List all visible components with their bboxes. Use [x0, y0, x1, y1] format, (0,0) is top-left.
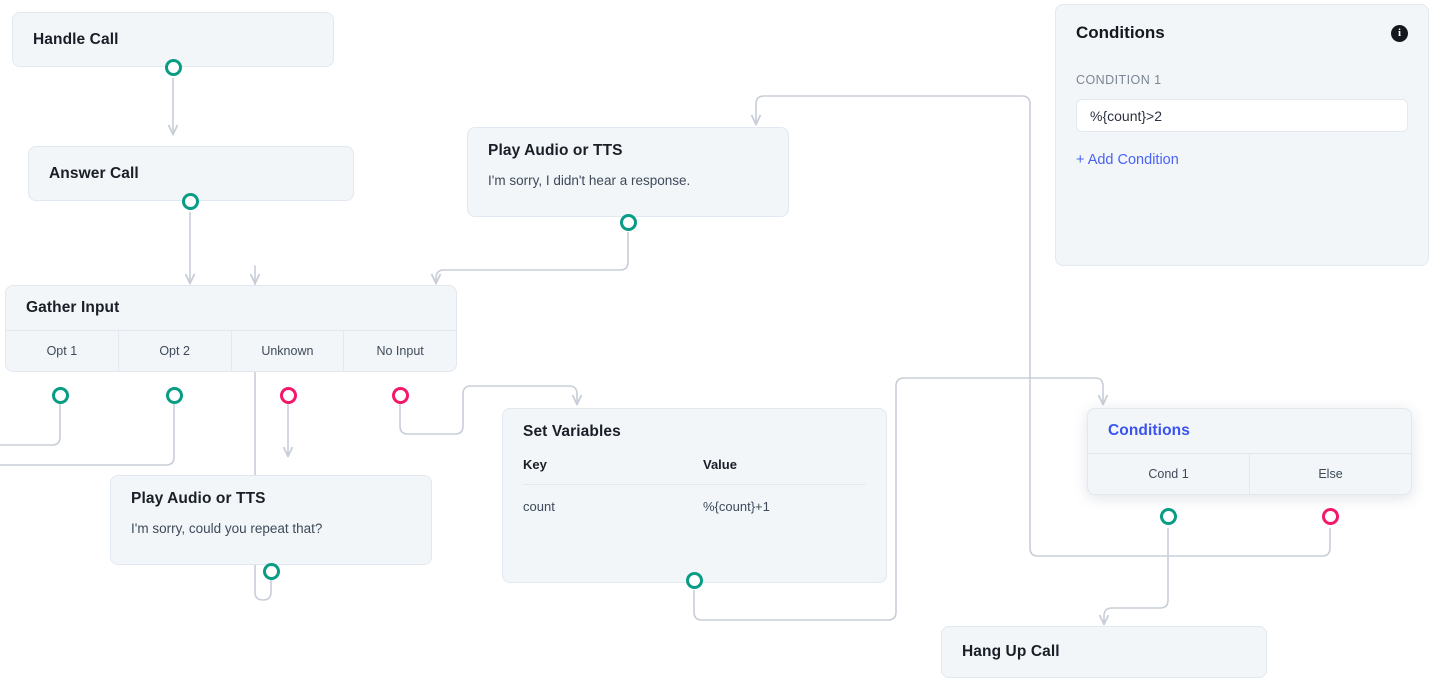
- condition-1-label: CONDITION 1: [1076, 73, 1162, 87]
- node-message: I'm sorry, could you repeat that?: [131, 521, 323, 536]
- branch-label: Opt 1: [46, 344, 78, 358]
- branch-else-handle[interactable]: [1322, 508, 1339, 525]
- table-row: count %{count}+1: [523, 484, 866, 514]
- node-answer-call[interactable]: Answer Call: [28, 146, 354, 201]
- branch-unknown-handle[interactable]: [280, 387, 297, 404]
- node-title: Conditions: [1108, 422, 1190, 439]
- node-conditions-header: Conditions: [1088, 409, 1411, 453]
- condition-1-input[interactable]: %{count}>2: [1076, 99, 1408, 132]
- branch-label: Opt 2: [159, 344, 190, 358]
- branch-unknown[interactable]: Unknown: [232, 331, 345, 371]
- variables-table: Key Value count %{count}+1: [503, 457, 886, 514]
- node-play-audio-no-response-output-handle[interactable]: [620, 214, 637, 231]
- node-play-audio-repeat-header: Play Audio or TTS: [111, 476, 431, 508]
- node-answer-call-output-handle[interactable]: [182, 193, 199, 210]
- add-condition-link[interactable]: + Add Condition: [1076, 152, 1179, 168]
- info-icon[interactable]: i: [1391, 24, 1408, 42]
- node-title: Play Audio or TTS: [131, 490, 266, 507]
- node-set-variables[interactable]: Set Variables Key Value count %{count}+1: [502, 408, 887, 583]
- node-play-audio-repeat[interactable]: Play Audio or TTS I'm sorry, could you r…: [110, 475, 432, 565]
- edge-playaudio-noresponse-to-gatherinput: [436, 232, 629, 283]
- panel-title: Conditions: [1076, 23, 1165, 42]
- node-set-variables-output-handle[interactable]: [686, 572, 703, 589]
- cell-key: count: [523, 499, 555, 514]
- cell-value: %{count}+1: [703, 499, 770, 514]
- node-handle-call[interactable]: Handle Call: [12, 12, 334, 67]
- edge-cond1-to-hangup: [1104, 528, 1169, 624]
- branch-label: No Input: [376, 344, 424, 358]
- node-message: I'm sorry, I didn't hear a response.: [488, 173, 691, 188]
- node-play-audio-no-response-header: Play Audio or TTS: [468, 128, 788, 160]
- branch-label: Unknown: [261, 344, 314, 358]
- node-handle-call-output-handle[interactable]: [165, 59, 182, 76]
- branch-label: Cond 1: [1148, 467, 1189, 481]
- edge-opt1-out: [0, 404, 61, 446]
- node-title: Play Audio or TTS: [488, 142, 623, 159]
- branch-else[interactable]: Else: [1250, 454, 1411, 494]
- edge-opt2-out: [0, 404, 175, 466]
- branch-cond-1-handle[interactable]: [1160, 508, 1177, 525]
- node-title: Gather Input: [26, 299, 120, 316]
- node-set-variables-header: Set Variables: [503, 409, 886, 441]
- table-header-row: Key Value: [523, 457, 866, 484]
- node-hang-up-call[interactable]: Hang Up Call: [941, 626, 1267, 678]
- node-play-audio-no-response[interactable]: Play Audio or TTS I'm sorry, I didn't he…: [467, 127, 789, 217]
- branch-label: Else: [1318, 467, 1343, 481]
- node-conditions[interactable]: Conditions Cond 1 Else: [1087, 408, 1412, 495]
- node-title: Set Variables: [523, 423, 621, 440]
- node-conditions-branches: Cond 1 Else: [1088, 453, 1411, 494]
- node-gather-input[interactable]: Gather Input Opt 1 Opt 2 Unknown No Inpu…: [5, 285, 457, 372]
- branch-opt-1-handle[interactable]: [52, 387, 69, 404]
- conditions-panel-header: Conditions i: [1076, 23, 1408, 43]
- node-title: Hang Up Call: [962, 643, 1060, 661]
- node-gather-input-branches: Opt 1 Opt 2 Unknown No Input: [6, 330, 456, 371]
- branch-opt-2[interactable]: Opt 2: [119, 331, 232, 371]
- column-header-key: Key: [523, 457, 547, 472]
- branch-no-input[interactable]: No Input: [344, 331, 456, 371]
- node-gather-input-header: Gather Input: [6, 286, 456, 330]
- branch-opt-2-handle[interactable]: [166, 387, 183, 404]
- branch-no-input-handle[interactable]: [392, 387, 409, 404]
- node-title: Answer Call: [49, 164, 139, 182]
- conditions-panel: Conditions i CONDITION 1 %{count}>2 + Ad…: [1055, 4, 1429, 266]
- branch-opt-1[interactable]: Opt 1: [6, 331, 119, 371]
- node-title: Handle Call: [33, 30, 119, 48]
- branch-cond-1[interactable]: Cond 1: [1088, 454, 1250, 494]
- column-header-value: Value: [703, 457, 737, 472]
- node-play-audio-repeat-output-handle[interactable]: [263, 563, 280, 580]
